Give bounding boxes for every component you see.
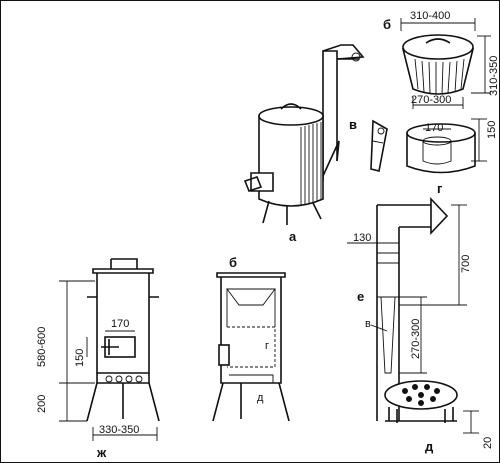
dim-pipe-width: 130 — [353, 232, 371, 244]
view-zh-front: 580-600 200 170 150 330-350 ж — [36, 258, 160, 460]
dim-lid-width: 310-400 — [410, 10, 450, 22]
view-d-grate: 20 д — [384, 380, 494, 454]
dim-leg-height: 200 — [36, 395, 48, 413]
dim-door-width: 170 — [111, 318, 129, 330]
pot-ribs — [414, 58, 465, 95]
dim-door-height: 150 — [74, 349, 86, 367]
label-zh: ж — [96, 445, 107, 460]
label-b: б — [383, 17, 391, 32]
view-v-bracket: в — [349, 117, 388, 172]
view-b-pot: б 310-400 310-350 270-300 — [383, 10, 499, 109]
label-top-b: б — [229, 255, 237, 270]
dim-grate-height: 20 — [482, 437, 494, 449]
dim-ring-height: 150 — [486, 121, 498, 139]
view-g-ring: 170 150 г — [406, 118, 498, 196]
dim-base-width: 330-350 — [99, 424, 139, 436]
label-v: в — [349, 117, 357, 132]
view-section: б г д — [212, 255, 290, 422]
grate-holes — [402, 384, 440, 406]
label-e: е — [357, 289, 364, 304]
dim-pipe-lower: 270-300 — [410, 319, 422, 359]
label-pipe-v: в — [365, 318, 371, 330]
dim-pot-bottom: 270-300 — [411, 94, 451, 106]
dim-pipe-height: 700 — [460, 255, 472, 273]
stove-ribs — [300, 122, 322, 205]
label-front-bottom: д — [257, 392, 264, 404]
view-a-stove: а — [243, 44, 365, 244]
dim-pot-height: 310-350 — [488, 56, 499, 96]
label-g: г — [437, 181, 443, 196]
label-a: а — [289, 229, 297, 244]
label-d: д — [425, 439, 434, 454]
dim-body-height: 580-600 — [36, 327, 48, 367]
front-vents — [105, 375, 143, 383]
label-front-door: г — [265, 340, 269, 352]
dim-ring-inner: 170 — [425, 122, 443, 134]
